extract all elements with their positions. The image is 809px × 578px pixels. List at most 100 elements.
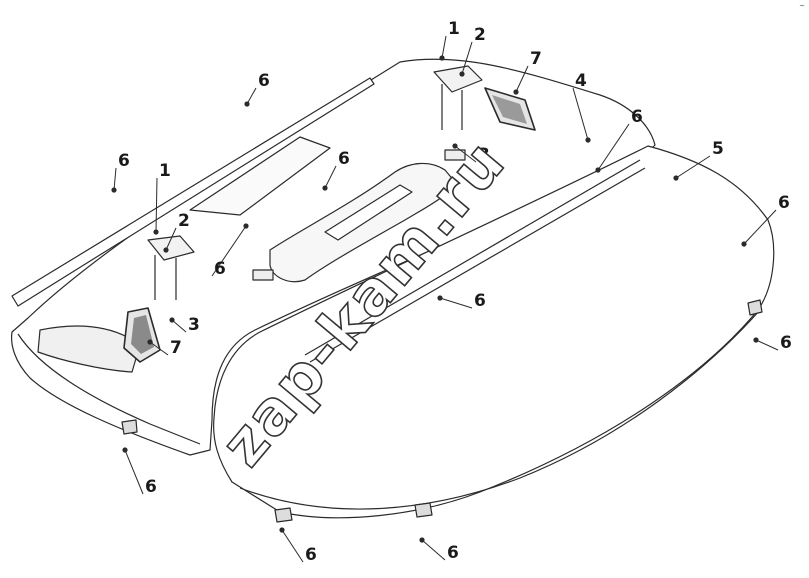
rear-raised-panel (189, 136, 331, 216)
callout-label: 6 (145, 477, 157, 497)
callout-21: 6 (419, 537, 459, 563)
leader-line (113, 167, 117, 191)
leader-dot (153, 229, 159, 235)
bracket-rear (433, 65, 483, 93)
leader-line (149, 341, 169, 356)
leader-dot (169, 317, 175, 323)
callout-label: 3 (188, 315, 200, 335)
callout-19: 6 (122, 447, 157, 497)
leader-dot (452, 143, 458, 149)
clip-bottom-2 (274, 507, 293, 523)
callout-14: 6 (211, 223, 249, 279)
leader-line (421, 539, 446, 561)
clip-left-1 (121, 419, 138, 435)
callout-label: 3 (478, 145, 490, 165)
right-side-panel (213, 145, 775, 519)
leader-line (324, 165, 337, 189)
callout-label: 7 (530, 49, 542, 69)
callout-12: 6 (322, 149, 350, 191)
callout-label: 6 (258, 71, 270, 91)
callout-2: 2 (459, 25, 486, 77)
callout-label: 6 (631, 107, 643, 127)
pad-rear (444, 149, 466, 161)
callout-11: 1 (153, 161, 171, 235)
clip-right-1 (747, 299, 763, 316)
callout-4: 7 (513, 49, 542, 95)
leader-dot (439, 55, 445, 61)
leader-dot (111, 187, 117, 193)
leader-line (454, 145, 477, 163)
center-vent-inner (324, 184, 413, 241)
leader-dot (513, 89, 519, 95)
bracket-front-stalk (154, 255, 177, 300)
callout-label: 6 (780, 333, 792, 353)
center-seam-track (304, 159, 646, 363)
leader-line (461, 41, 473, 75)
leader-dot (673, 175, 679, 181)
callout-20: 6 (279, 527, 317, 565)
callout-6: 6 (595, 107, 643, 173)
leader-dot (459, 71, 465, 77)
callout-label: 2 (178, 211, 190, 231)
callout-label: 6 (474, 291, 486, 311)
callout-16: 3 (169, 315, 200, 335)
leader-line (572, 87, 589, 141)
callout-17: 7 (147, 338, 182, 358)
pad-front (252, 269, 274, 281)
callout-label: 1 (159, 161, 171, 181)
clip-bottom-1 (414, 502, 433, 518)
leader-dot (753, 337, 759, 343)
leader-line (124, 449, 144, 495)
leader-line (675, 155, 711, 179)
callout-label: 6 (778, 193, 790, 213)
callout-15: 6 (437, 291, 486, 311)
callout-18: 6 (753, 333, 792, 353)
side-trim-rail (11, 77, 375, 307)
leader-line (439, 297, 473, 309)
leader-dot (741, 241, 747, 247)
callout-1: 1 (439, 19, 460, 61)
callout-3: 6 (244, 71, 270, 107)
right-panel-lower-trim (239, 309, 761, 510)
leader-dot (122, 447, 128, 453)
roof-assembly (10, 58, 775, 523)
hatch-rear-inner (492, 95, 527, 124)
callout-label: 6 (214, 259, 226, 279)
leader-line (246, 87, 257, 105)
callout-label: 1 (448, 19, 460, 39)
callout-5: 4 (572, 71, 591, 143)
leader-dot (244, 101, 250, 107)
callout-label: 4 (575, 71, 587, 91)
leader-line (597, 123, 630, 171)
leader-dot (279, 527, 285, 533)
callout-label: 6 (305, 545, 317, 565)
corner-mark: ~ (799, 2, 805, 10)
callout-8: 5 (673, 139, 724, 181)
leader-dot (163, 247, 169, 253)
hatch-front-inner (131, 315, 154, 354)
leader-dot (243, 223, 249, 229)
leader-dot (322, 185, 328, 191)
leader-line (743, 209, 777, 245)
callout-label: 6 (447, 543, 459, 563)
leader-dot (595, 167, 601, 173)
leader-dot (147, 339, 153, 345)
callout-13: 2 (163, 211, 190, 253)
callout-label: 7 (170, 338, 182, 358)
bracket-front (147, 235, 195, 261)
leader-line (155, 177, 158, 233)
callout-label: 6 (338, 149, 350, 169)
leader-dot (585, 137, 591, 143)
leader-line (515, 65, 529, 93)
leader-dot (419, 537, 425, 543)
leader-line (211, 225, 247, 277)
callout-label: 5 (712, 139, 724, 159)
callout-label: 6 (118, 151, 130, 171)
callout-9: 6 (741, 193, 790, 247)
leader-line (755, 339, 779, 351)
callout-7: 3 (452, 143, 490, 165)
callout-label: 2 (474, 25, 486, 45)
leader-line (171, 319, 187, 333)
leader-line (281, 529, 304, 563)
